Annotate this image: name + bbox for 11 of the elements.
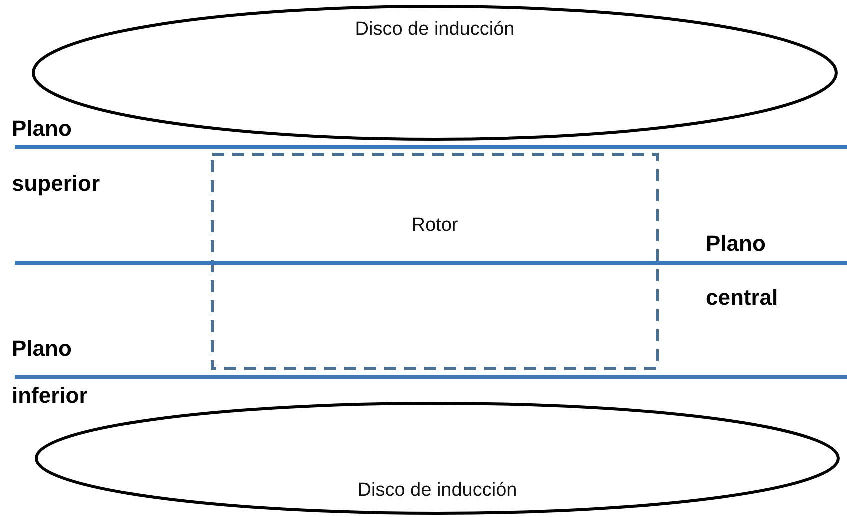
plane-label: Plano <box>706 231 766 257</box>
disc-label: Disco de inducción <box>356 480 518 502</box>
disc-label: Disco de inducción <box>354 19 516 41</box>
rotor-label: Rotor <box>410 215 460 237</box>
rotor-dashed-box <box>211 153 659 370</box>
plane-label: Plano <box>12 336 72 362</box>
disc-ellipse <box>35 402 840 515</box>
plane-label: inferior <box>12 383 88 409</box>
plane-label: central <box>706 285 778 311</box>
plane-label: superior <box>12 171 100 197</box>
plane-label: Plano <box>12 116 72 142</box>
